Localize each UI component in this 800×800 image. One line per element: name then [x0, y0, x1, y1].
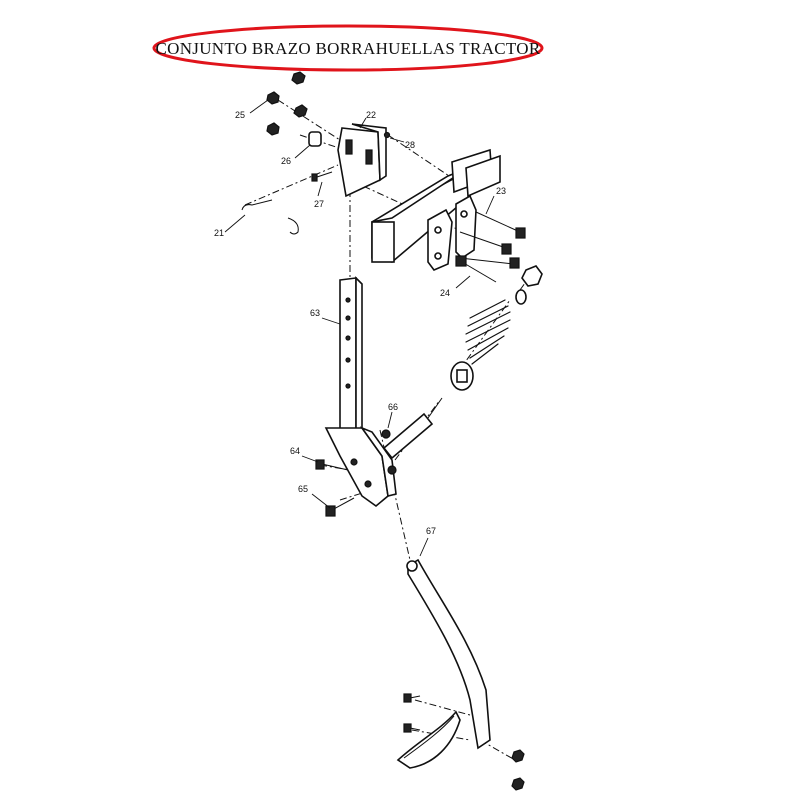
label-25: 25 [235, 110, 245, 120]
assembly-lines [244, 99, 534, 761]
nut-part-25: 25 [235, 71, 308, 136]
bushing-part-26: 26 [281, 131, 322, 166]
label-28: 28 [405, 140, 415, 150]
label-64: 64 [290, 446, 300, 456]
plate-bolts [403, 693, 421, 733]
label-65: 65 [298, 484, 308, 494]
title-group: CONJUNTO BRAZO BORRAHUELLAS TRACTOR [152, 24, 544, 72]
label-22: 22 [366, 110, 376, 120]
label-67: 67 [426, 526, 436, 536]
bottom-nuts [511, 749, 525, 791]
diagram-title: CONJUNTO BRAZO BORRAHUELLAS TRACTOR [155, 39, 540, 58]
label-27: 27 [314, 199, 324, 209]
shank-part-63: 63 [310, 276, 363, 433]
spring-assembly [450, 265, 543, 391]
label-63: 63 [310, 308, 320, 318]
tension-rod-part-66: 66 [381, 397, 443, 475]
label-21: 21 [214, 228, 224, 238]
pin-part-28: 28 [383, 131, 415, 150]
shank-foot-bracket [324, 426, 397, 508]
bolt-part-64: 64 [290, 446, 349, 471]
curved-tine-part-67: 67 [406, 526, 491, 750]
label-24: 24 [440, 288, 450, 298]
square-tube-frame [371, 148, 501, 263]
label-26: 26 [281, 156, 291, 166]
label-23: 23 [496, 186, 506, 196]
bolts-part-23: 23 [459, 186, 526, 269]
sweep-plate [396, 710, 461, 769]
label-66: 66 [388, 402, 398, 412]
hook-pin-part-21: 21 [214, 199, 299, 238]
bracket-part-22: 22 [337, 110, 387, 198]
bolt-part-24: 24 [440, 255, 497, 298]
clamp-plates [427, 194, 477, 271]
bolt-part-65: 65 [298, 484, 355, 517]
title-ellipse [152, 24, 544, 72]
bolt-part-27: 27 [311, 171, 333, 209]
